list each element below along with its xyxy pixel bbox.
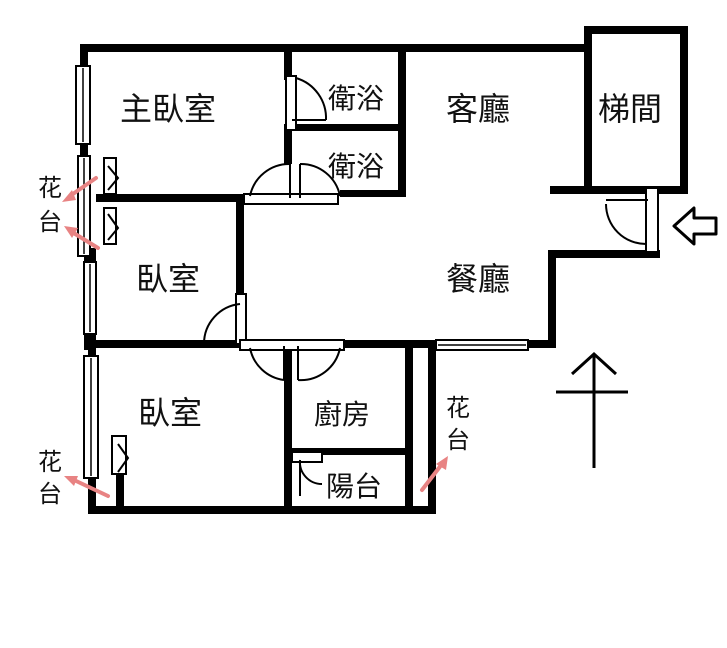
planter-labels: 花 台 花 台 花 台 bbox=[38, 174, 470, 508]
room-bedroom-1: 臥室 bbox=[136, 260, 200, 298]
doors bbox=[103, 75, 648, 496]
room-labels: 主臥室 衛浴 衛浴 客廳 梯間 臥室 餐廳 臥室 廚房 陽台 bbox=[120, 82, 662, 503]
room-bath-2: 衛浴 bbox=[328, 150, 384, 183]
planter-right-bottom: 台 bbox=[446, 426, 470, 454]
outline-arrow-left-icon bbox=[672, 206, 718, 246]
room-living-room: 客廳 bbox=[446, 90, 510, 128]
room-bath-1: 衛浴 bbox=[328, 82, 384, 115]
room-dining-room: 餐廳 bbox=[446, 260, 510, 298]
planter-right-top: 花 bbox=[446, 394, 470, 422]
room-master-bedroom: 主臥室 bbox=[120, 90, 216, 128]
north-arrow-icon bbox=[556, 351, 628, 468]
planter-upper-bottom: 台 bbox=[38, 208, 62, 236]
pink-arrow-icon bbox=[62, 176, 448, 498]
room-bedroom-2: 臥室 bbox=[138, 394, 202, 432]
planter-upper-top: 花 bbox=[38, 174, 62, 202]
windows bbox=[75, 65, 659, 479]
planter-lower-left-bottom: 台 bbox=[38, 480, 62, 508]
room-stairwell: 梯間 bbox=[598, 90, 662, 128]
room-balcony: 陽台 bbox=[326, 470, 382, 503]
room-kitchen: 廚房 bbox=[314, 398, 370, 431]
planter-lower-left-top: 花 bbox=[38, 448, 62, 476]
